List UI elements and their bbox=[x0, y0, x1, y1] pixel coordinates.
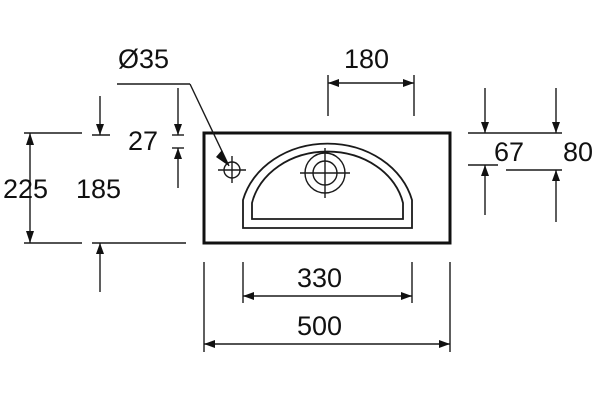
total-width-label: 500 bbox=[297, 311, 342, 341]
total-width-dimension bbox=[203, 262, 451, 352]
hole-diameter-label: Ø35 bbox=[118, 44, 169, 74]
height-dimensions bbox=[24, 96, 186, 292]
side-dimensions bbox=[468, 88, 562, 222]
hole-offset-dimension bbox=[172, 88, 184, 188]
basin-outline bbox=[202, 131, 452, 245]
total-height-outer-label: 225 bbox=[3, 174, 48, 204]
drain-offset-dimension bbox=[327, 75, 415, 116]
bowl-width-label: 330 bbox=[297, 263, 342, 293]
total-height-inner-label: 185 bbox=[76, 174, 121, 204]
hole-offset-label: 27 bbox=[128, 126, 158, 156]
tap-hole bbox=[218, 156, 246, 183]
drain bbox=[300, 148, 350, 198]
hole-diameter-leader bbox=[117, 83, 230, 167]
side-height-inner-label: 67 bbox=[494, 137, 524, 167]
side-height-outer-label: 80 bbox=[563, 137, 593, 167]
bowl-width-dimension bbox=[242, 262, 413, 303]
drain-offset-label: 180 bbox=[344, 44, 389, 74]
